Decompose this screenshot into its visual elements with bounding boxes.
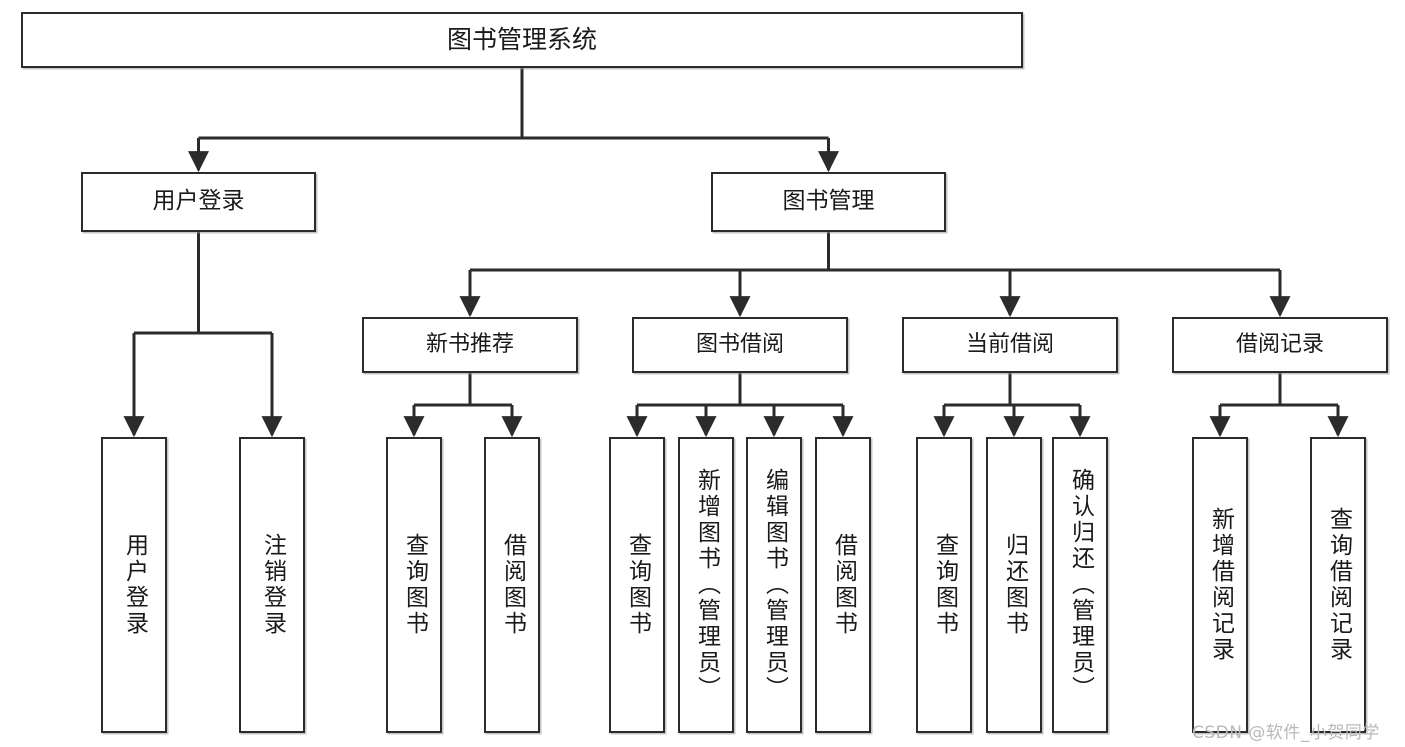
leaf-node-用户登录-lf-0[interactable]: 用户登录 (101, 437, 167, 733)
node-label: 新增图书（管理员） (693, 468, 720, 702)
leaf-node-借阅图书-lf-7[interactable]: 借阅图书 (815, 437, 871, 733)
level3-node-借阅记录-l3-3[interactable]: 借阅记录 (1172, 317, 1388, 373)
level2-node-图书管理-l2-1[interactable]: 图书管理 (711, 172, 946, 232)
leaf-node-查询图书-lf-8[interactable]: 查询图书 (916, 437, 972, 733)
csdn-watermark: CSDN @软件_小贺同学 (1192, 723, 1380, 743)
level3-node-当前借阅-l3-2[interactable]: 当前借阅 (902, 317, 1118, 373)
node-label: 新书推荐 (425, 332, 514, 358)
leaf-node-注销登录-lf-1[interactable]: 注销登录 (239, 437, 305, 733)
leaf-node-新增借阅记录-lf-11[interactable]: 新增借阅记录 (1192, 437, 1248, 733)
node-label: 图书借阅 (695, 332, 784, 358)
node-label: 查询借阅记录 (1325, 507, 1352, 663)
leaf-node-查询图书-lf-2[interactable]: 查询图书 (386, 437, 442, 733)
node-label: 借阅图书 (830, 533, 857, 637)
level2-node-用户登录-l2-0[interactable]: 用户登录 (81, 172, 316, 232)
node-label: 查询图书 (401, 533, 428, 637)
level3-node-图书借阅-l3-1[interactable]: 图书借阅 (632, 317, 848, 373)
leaf-node-确认归还管理员-lf-10[interactable]: 确认归还（管理员） (1052, 437, 1108, 733)
node-label: 新增借阅记录 (1207, 507, 1234, 663)
level3-node-新书推荐-l3-0[interactable]: 新书推荐 (362, 317, 578, 373)
node-label: 确认归还（管理员） (1067, 468, 1094, 702)
node-label: 归还图书 (1001, 533, 1028, 637)
root-node-图书管理系统-root[interactable]: 图书管理系统 (21, 12, 1023, 68)
node-label: 注销登录 (259, 533, 286, 637)
node-label: 借阅图书 (499, 533, 526, 637)
node-label: 图书管理 (782, 188, 875, 215)
node-label: 查询图书 (624, 533, 651, 637)
node-label: 查询图书 (931, 533, 958, 637)
leaf-node-新增图书管理员-lf-5[interactable]: 新增图书（管理员） (678, 437, 734, 733)
node-label: 用户登录 (121, 533, 148, 637)
leaf-node-借阅图书-lf-3[interactable]: 借阅图书 (484, 437, 540, 733)
node-label: 图书管理系统 (446, 25, 597, 55)
leaf-node-归还图书-lf-9[interactable]: 归还图书 (986, 437, 1042, 733)
node-label: 当前借阅 (965, 332, 1054, 358)
leaf-node-编辑图书管理员-lf-6[interactable]: 编辑图书（管理员） (746, 437, 802, 733)
node-label: 借阅记录 (1235, 332, 1324, 358)
leaf-node-查询借阅记录-lf-12[interactable]: 查询借阅记录 (1310, 437, 1366, 733)
leaf-node-查询图书-lf-4[interactable]: 查询图书 (609, 437, 665, 733)
node-label: 用户登录 (152, 188, 245, 215)
node-label: 编辑图书（管理员） (761, 468, 788, 702)
